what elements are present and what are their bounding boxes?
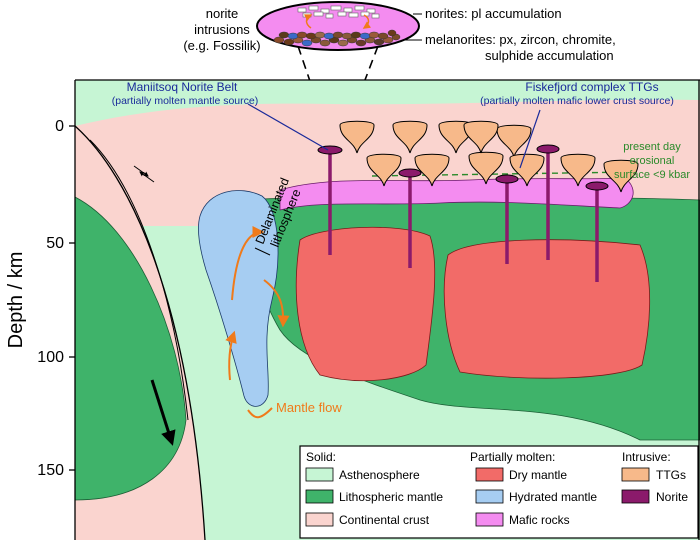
ttg-pluton bbox=[392, 120, 428, 154]
legend: Solid: Partially molten: Intrusive: Asth… bbox=[299, 445, 699, 539]
norites-label: norites: pl accumulation bbox=[425, 6, 562, 21]
melanorites-label-2: sulphide accumulation bbox=[485, 48, 614, 63]
lithospheric-mantle-slab bbox=[75, 196, 187, 501]
mantle-flow-arrow-up bbox=[231, 226, 265, 301]
legend-intrusive-heading: Intrusive: bbox=[622, 450, 671, 464]
maniitsoq-leader bbox=[247, 103, 329, 151]
erosion-label-2: erosional bbox=[630, 155, 675, 167]
swatch-asthenosphere bbox=[305, 467, 334, 482]
swatch-dry-mantle bbox=[475, 467, 504, 482]
norite-top-5 bbox=[585, 181, 609, 191]
swatch-mafic-rocks bbox=[475, 512, 504, 527]
legend-asthenosphere: Asthenosphere bbox=[339, 468, 420, 482]
slab-motion-arrow bbox=[150, 379, 176, 446]
swatch-ttgs bbox=[621, 467, 650, 482]
norite-top-3 bbox=[495, 174, 519, 184]
norite-top-2 bbox=[398, 168, 422, 178]
norite-top-4 bbox=[536, 144, 560, 154]
hydrated-mantle-region bbox=[198, 190, 279, 407]
ttg-plutons bbox=[339, 120, 639, 193]
shear-arrow-up bbox=[139, 171, 155, 183]
tick-label-100: 100 bbox=[37, 349, 64, 366]
inset-title-3: (e.g. Fossilik) bbox=[183, 38, 260, 53]
ttg-pluton bbox=[560, 153, 596, 187]
tick-label-150: 150 bbox=[37, 462, 64, 479]
inset-title-1: norite bbox=[206, 6, 239, 21]
legend-continental-crust: Continental crust bbox=[339, 513, 430, 527]
legend-partial-heading: Partially molten: bbox=[470, 450, 555, 464]
erosion-label-1: present day bbox=[623, 141, 681, 153]
legend-dry-mantle: Dry mantle bbox=[509, 468, 567, 482]
inset-plagioclase bbox=[297, 5, 380, 19]
inset-melanorite bbox=[273, 29, 401, 47]
ttg-pluton bbox=[463, 120, 499, 154]
melanorites-label-1: melanorites: px, zircon, chromite, bbox=[425, 32, 616, 47]
maniitsoq-subtitle: (partially molten mantle source) bbox=[112, 95, 258, 107]
legend-hydrated-mantle: Hydrated mantle bbox=[509, 490, 597, 504]
legend-lithospheric-mantle: Lithospheric mantle bbox=[339, 490, 443, 504]
legend-ttgs: TTGs bbox=[656, 468, 686, 482]
tick-label-50: 50 bbox=[46, 235, 64, 252]
legend-norite: Norite bbox=[656, 490, 688, 504]
y-axis-label: Depth / km bbox=[5, 252, 27, 349]
mantle-flow-arrow-bottom bbox=[247, 407, 273, 419]
tick-label-0: 0 bbox=[55, 118, 64, 135]
swatch-continental-crust bbox=[305, 512, 334, 527]
dry-mantle-left bbox=[295, 226, 436, 382]
legend-solid-heading: Solid: bbox=[306, 450, 336, 464]
maniitsoq-title: Maniitsoq Norite Belt bbox=[127, 80, 238, 94]
mantle-flow-arrow-lower bbox=[225, 330, 237, 381]
inset-title-2: intrusions bbox=[194, 22, 250, 37]
inset-convection-left bbox=[303, 14, 313, 29]
mantle-flow-label: Mantle flow bbox=[276, 400, 342, 415]
ttg-pluton bbox=[509, 153, 545, 187]
swatch-hydrated-mantle bbox=[475, 489, 504, 504]
ttg-pluton bbox=[468, 151, 504, 185]
ttg-pluton bbox=[339, 120, 375, 154]
ttg-pluton bbox=[414, 153, 450, 187]
y-axis: 0 50 100 150 Depth / km bbox=[5, 118, 75, 479]
swatch-norite bbox=[621, 489, 650, 504]
ttg-pluton bbox=[366, 153, 402, 187]
ttg-pluton bbox=[603, 159, 639, 193]
swatch-lithospheric-mantle bbox=[305, 489, 334, 504]
norite-top-1 bbox=[317, 145, 343, 155]
ttg-pluton bbox=[496, 124, 532, 158]
inset-zoom: norite intrusions (e.g. Fossilik) norite… bbox=[183, 1, 616, 141]
fiskefjord-title: Fiskefjord complex TTGs bbox=[525, 80, 658, 94]
fiskefjord-leader bbox=[519, 109, 541, 169]
fault-line-inner bbox=[89, 139, 189, 421]
erosion-label-3: surface <9 kbar bbox=[614, 169, 690, 181]
cross-section bbox=[75, 80, 700, 540]
fiskefjord-subtitle: (partially molten mafic lower crust sour… bbox=[480, 95, 674, 107]
inset-convection-right bbox=[362, 14, 372, 29]
delam-leader bbox=[254, 247, 271, 256]
dry-mantle-right bbox=[443, 239, 651, 379]
mafic-rocks-region bbox=[279, 177, 634, 211]
legend-mafic-rocks: Mafic rocks bbox=[509, 513, 570, 527]
shear-arrow-down bbox=[133, 165, 149, 177]
mantle-flow-arrow-down bbox=[263, 279, 290, 328]
